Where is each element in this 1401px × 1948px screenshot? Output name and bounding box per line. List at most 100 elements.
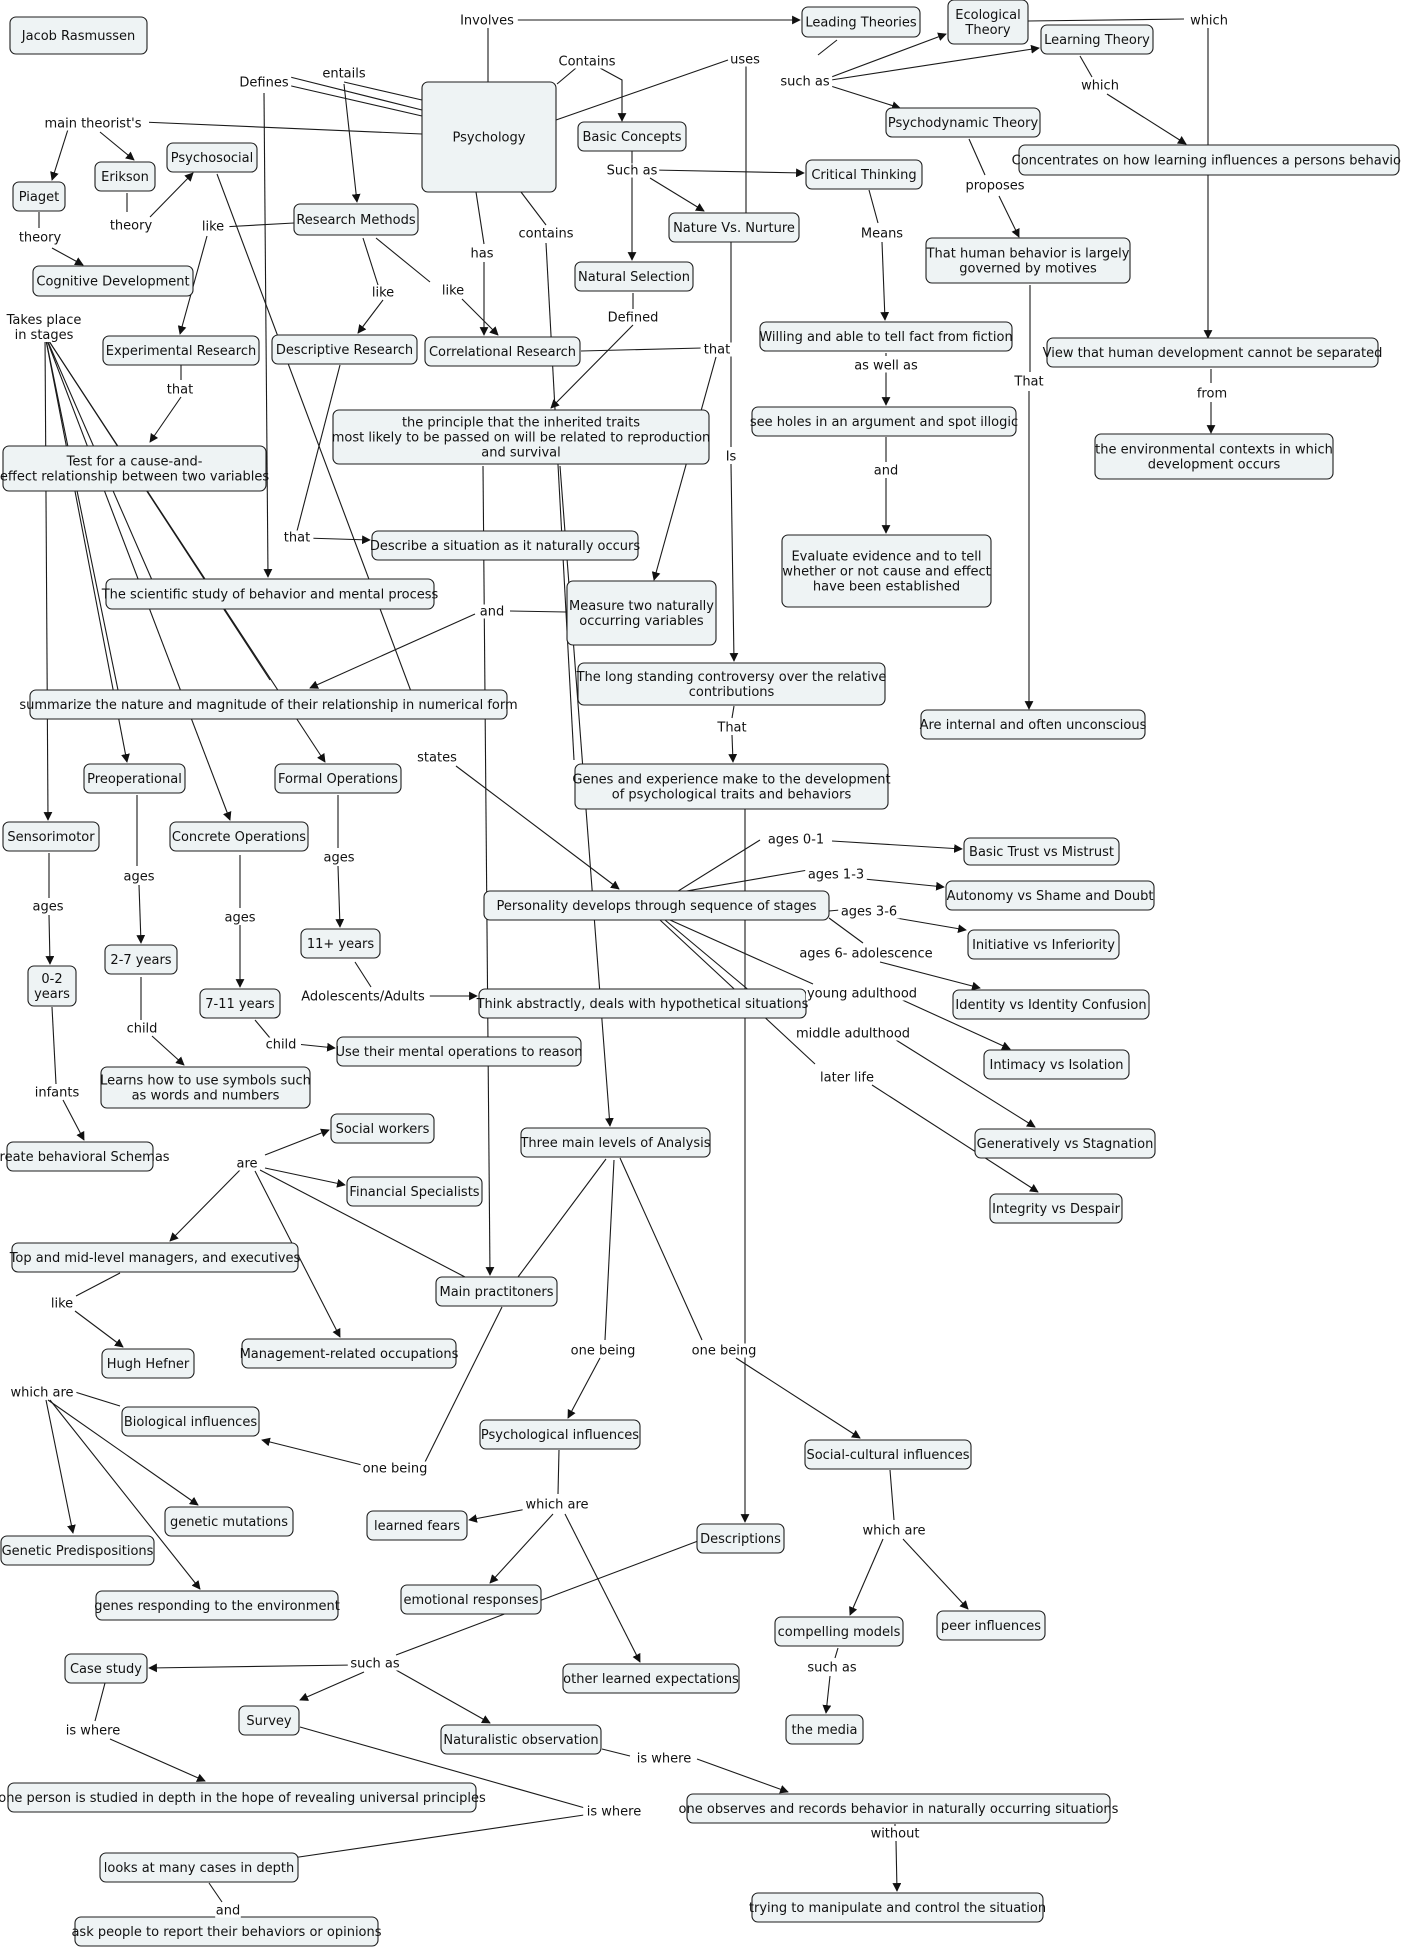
concept-cognitive-dev[interactable]: Cognitive Development — [32, 265, 194, 297]
link-is-nn: Is — [726, 450, 737, 465]
connector-61 — [296, 364, 341, 532]
concept-one-observes[interactable]: one observes and records behavior in nat… — [679, 1793, 1119, 1824]
concept-three-levels[interactable]: Three main levels of Analysis — [519, 1127, 711, 1158]
concept-emotional[interactable]: emotional responses — [400, 1584, 542, 1615]
concept-nature-nurture[interactable]: Nature Vs. Nurture — [668, 212, 800, 243]
concept-test-cause[interactable]: Test for a cause-and-effect relationship… — [0, 445, 269, 492]
concept-internal[interactable]: Are internal and often unconscious — [920, 709, 1147, 740]
concept-concentrates[interactable]: Concentrates on how learning influences … — [1012, 144, 1401, 176]
concept-other-learned[interactable]: other learned expectations — [562, 1663, 740, 1694]
concept-survey[interactable]: Survey — [238, 1705, 300, 1736]
concept-autonomy[interactable]: Autonomy vs Shame and Doubt — [945, 880, 1155, 911]
concept-trying[interactable]: trying to manipulate and control the sit… — [749, 1892, 1046, 1923]
link-takes-place: in stages — [15, 328, 74, 343]
concept-personality[interactable]: Personality develops through sequence of… — [483, 890, 830, 921]
concept-leading-theories[interactable]: Leading Theories — [801, 6, 921, 38]
concept-biological[interactable]: Biological influences — [121, 1406, 260, 1437]
concept-intimacy[interactable]: Intimacy vs Isolation — [983, 1049, 1130, 1080]
link-backdrop — [793, 1026, 913, 1041]
concept-peer[interactable]: peer influences — [936, 1610, 1046, 1641]
concept-basic-trust[interactable]: Basic Trust vs Mistrust — [963, 837, 1120, 866]
concept-social-workers[interactable]: Social workers — [330, 1113, 435, 1144]
concept-social-cultural[interactable]: Social-cultural influences — [804, 1439, 972, 1470]
link-as-well-as: as well as — [854, 359, 918, 374]
concept-case-study[interactable]: Case study — [64, 1653, 148, 1684]
concept-mental-ops[interactable]: Use their mental operations to reason — [335, 1036, 583, 1067]
concept-view-dev[interactable]: View that human development cannot be se… — [1043, 337, 1383, 368]
concept-genetic-mut[interactable]: genetic mutations — [164, 1506, 294, 1537]
connector-78 — [897, 997, 1011, 1050]
concept-label: Evaluate evidence and to tell — [791, 550, 981, 565]
connector-29 — [149, 172, 194, 218]
concept-genes-env[interactable]: genes responding to the environment — [94, 1590, 340, 1621]
link-contains: Contains — [559, 55, 616, 70]
concept-piaget[interactable]: Piaget — [12, 181, 66, 212]
concept-label: emotional responses — [403, 1593, 538, 1608]
concept-learned-fears[interactable]: learned fears — [366, 1510, 468, 1541]
concept-psychology[interactable]: Psychology — [421, 81, 557, 193]
link-theory-piaget: theory — [19, 231, 62, 246]
link-adolescents-adults: Adolescents/Adults — [301, 990, 425, 1005]
concept-many-cases[interactable]: looks at many cases in depth — [99, 1852, 299, 1883]
concept-long-standing[interactable]: The long standing controversy over the r… — [576, 662, 887, 706]
concept-see-holes[interactable]: see holes in an argument and spot illogi… — [750, 406, 1018, 437]
concept-psychological[interactable]: Psychological influences — [479, 1419, 641, 1450]
concept-summarize[interactable]: summarize the nature and magnitude of th… — [19, 689, 518, 720]
concept-initiative[interactable]: Initiative vs Inferiority — [967, 929, 1120, 960]
concept-think-abstract[interactable]: Think abstractly, deals with hypothetica… — [476, 988, 809, 1019]
concept-scientific-study[interactable]: The scientific study of behavior and men… — [101, 578, 439, 610]
concept-age-11[interactable]: 11+ years — [300, 928, 381, 959]
connector-108 — [264, 1128, 330, 1156]
concept-correlational[interactable]: Correlational Research — [424, 336, 581, 367]
concept-psychodynamic[interactable]: Psychodynamic Theory — [885, 107, 1041, 138]
concept-age-2-7[interactable]: 2-7 years — [104, 944, 178, 975]
concept-critical-thinking[interactable]: Critical Thinking — [805, 159, 923, 190]
concept-financial[interactable]: Financial Specialists — [346, 1176, 483, 1207]
concept-preoperational[interactable]: Preoperational — [83, 763, 186, 794]
concept-naturalistic[interactable]: Naturalistic observation — [440, 1724, 602, 1755]
concept-age-7-11[interactable]: 7-11 years — [199, 988, 281, 1019]
concept-natural-selection[interactable]: Natural Selection — [574, 261, 694, 292]
concept-descriptive[interactable]: Descriptive Research — [271, 334, 418, 365]
concept-sensorimotor[interactable]: Sensorimotor — [2, 821, 100, 852]
link-backdrop — [469, 246, 495, 261]
concept-integrity[interactable]: Integrity vs Despair — [989, 1193, 1123, 1224]
concept-generatively[interactable]: Generatively vs Stagnation — [974, 1128, 1156, 1159]
concept-describe-situation[interactable]: Describe a situation as it naturally occ… — [370, 530, 641, 561]
concept-one-person[interactable]: one person is studied in depth in the ho… — [0, 1782, 486, 1813]
concept-erikson[interactable]: Erikson — [94, 161, 156, 192]
concept-managers[interactable]: Top and mid-level managers, and executiv… — [9, 1242, 301, 1273]
concept-principle[interactable]: the principle that the inherited traitsm… — [332, 409, 711, 465]
concept-experimental[interactable]: Experimental Research — [102, 335, 260, 366]
concept-genetic-pred[interactable]: Genetic Predispositions — [0, 1535, 155, 1566]
concept-hefner[interactable]: Hugh Hefner — [101, 1348, 195, 1379]
concept-box — [945, 880, 1155, 911]
concept-identity[interactable]: Identity vs Identity Confusion — [952, 989, 1150, 1020]
concept-basic-concepts[interactable]: Basic Concepts — [577, 121, 687, 152]
concept-mgmt-occupations[interactable]: Management-related occupations — [240, 1338, 459, 1369]
concept-label: The scientific study of behavior and men… — [101, 588, 439, 603]
concept-genes-experience[interactable]: Genes and experience make to the develop… — [572, 763, 891, 810]
concept-schemas[interactable]: Create behavioral Schemas — [0, 1141, 170, 1172]
concept-research-methods[interactable]: Research Methods — [293, 203, 419, 236]
link-backdrop — [1080, 78, 1120, 93]
connector-140 — [109, 1738, 206, 1782]
concept-descriptions[interactable]: Descriptions — [696, 1523, 785, 1554]
concept-concrete-ops[interactable]: Concrete Operations — [169, 821, 309, 852]
concept-author[interactable]: Jacob Rasmussen — [9, 16, 148, 55]
concept-psychosocial[interactable]: Psychosocial — [166, 142, 258, 173]
concept-compelling[interactable]: compelling models — [774, 1616, 904, 1647]
concept-main-practitioners[interactable]: Main practitoners — [435, 1276, 558, 1307]
concept-env-contexts[interactable]: the environmental contexts in whichdevel… — [1094, 433, 1334, 480]
concept-learning-theory[interactable]: Learning Theory — [1040, 24, 1154, 55]
concept-willing[interactable]: Willing and able to tell fact from ficti… — [759, 321, 1013, 352]
concept-the-media[interactable]: the media — [785, 1714, 864, 1745]
concept-formal-ops[interactable]: Formal Operations — [274, 763, 402, 794]
concept-ask-people[interactable]: ask people to report their behaviors or … — [71, 1916, 382, 1947]
